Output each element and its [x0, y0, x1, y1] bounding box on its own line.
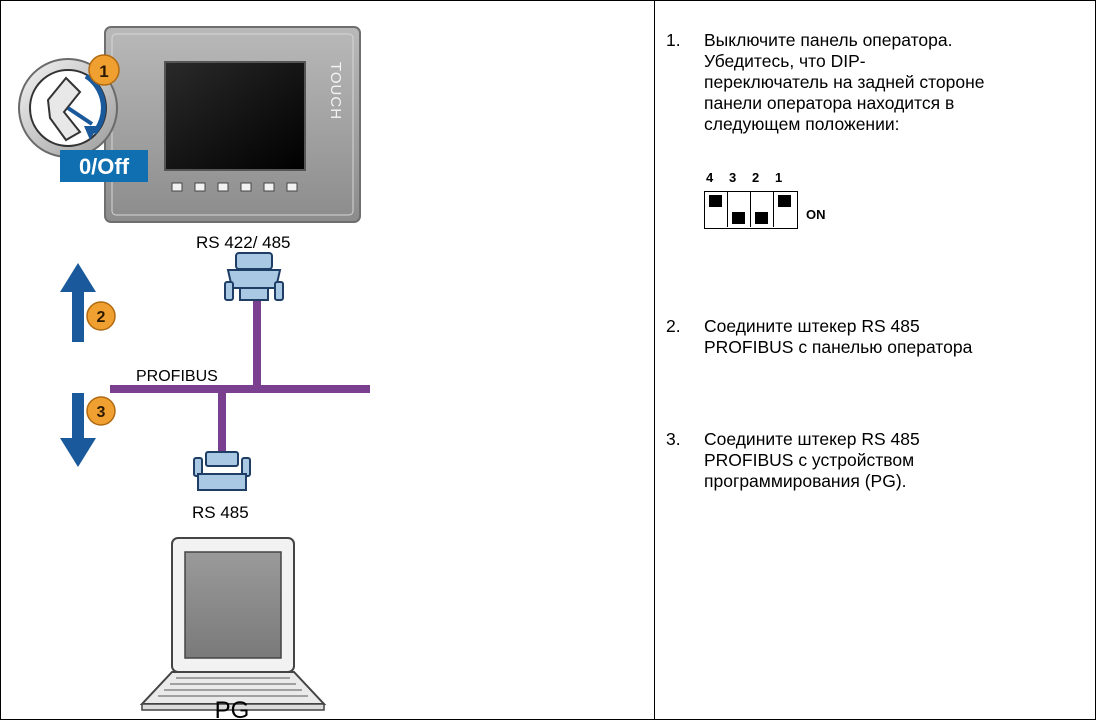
dip-switch-knob	[732, 212, 745, 224]
panel-function-keys	[171, 182, 298, 192]
step-1-line: Убедитесь, что DIP-	[704, 51, 866, 71]
step-1-line: Выключите панель оператора.	[704, 30, 953, 50]
dip-number-1: 1	[775, 170, 783, 185]
step-2-line: PROFIBUS с панелью оператора	[704, 337, 973, 357]
step-1-number: 1.	[666, 30, 681, 50]
step-1-text: Выключите панель оператора. Убедитесь, ч…	[704, 30, 1096, 135]
profibus-label: PROFIBUS	[136, 368, 218, 385]
power-switch-icon	[18, 58, 118, 158]
dip-switch-cell	[774, 192, 797, 227]
dip-switch-cell	[751, 192, 774, 227]
step-1-line: переключатель на задней стороне	[704, 72, 985, 92]
step-badge-3-label: 3	[97, 404, 106, 421]
step-1-line: следующем положении:	[704, 114, 900, 134]
pg-port-label: RS 485	[192, 503, 249, 522]
dip-switch-knob	[755, 212, 768, 224]
dip-switch-diagram: 4 3 2 1 ON	[696, 170, 866, 240]
step-3-line: программирования (PG).	[704, 471, 907, 491]
step-1-line: панели оператора находится в	[704, 93, 955, 113]
dip-switch-box	[704, 191, 798, 229]
dip-switch-knob	[709, 195, 722, 207]
pg-connector-icon	[193, 451, 251, 491]
panel-connector-icon	[224, 252, 284, 301]
step-3-line: Соедините штекер RS 485	[704, 429, 920, 449]
step-badge-2-label: 2	[97, 309, 106, 326]
step-3-line: PROFIBUS с устройством	[704, 450, 915, 470]
off-position-tag: 0/Off	[60, 150, 148, 182]
step-2-text: Соедините штекер RS 485 PROFIBUS с панел…	[704, 316, 1096, 358]
pg-label: PG	[215, 697, 250, 720]
laptop-icon	[139, 537, 327, 711]
step-3-number: 3.	[666, 429, 681, 449]
step-3-text: Соедините штекер RS 485 PROFIBUS с устро…	[704, 429, 1096, 492]
step-badge-1: 1	[88, 54, 120, 86]
off-position-label: 0/Off	[79, 154, 130, 179]
instructions-column: 1. Выключите панель оператора. Убедитесь…	[666, 0, 1094, 720]
connection-illustration: TOUCH 0/Off 1 RS 422/ 485 PROFIBUS	[18, 26, 370, 720]
dip-switch-cell	[728, 192, 751, 227]
dip-switch-knob	[778, 195, 791, 207]
dip-switch-cell	[705, 192, 728, 227]
arrow-up-icon	[60, 263, 96, 342]
dip-on-label: ON	[806, 207, 826, 222]
operator-panel: TOUCH	[104, 26, 361, 223]
step-2-number: 2.	[666, 316, 681, 336]
panel-port-label: RS 422/ 485	[196, 233, 291, 252]
step-badge-2: 2	[86, 301, 116, 331]
profibus-cable	[110, 298, 370, 451]
dip-number-3: 3	[729, 170, 737, 185]
column-divider	[654, 0, 655, 720]
step-badge-1-label: 1	[99, 62, 108, 81]
arrow-down-icon	[60, 393, 96, 467]
panel-brand-label: TOUCH	[327, 62, 344, 120]
dip-number-2: 2	[752, 170, 760, 185]
dip-number-4: 4	[706, 170, 714, 185]
step-2-line: Соедините штекер RS 485	[704, 316, 920, 336]
step-badge-3: 3	[86, 396, 116, 426]
